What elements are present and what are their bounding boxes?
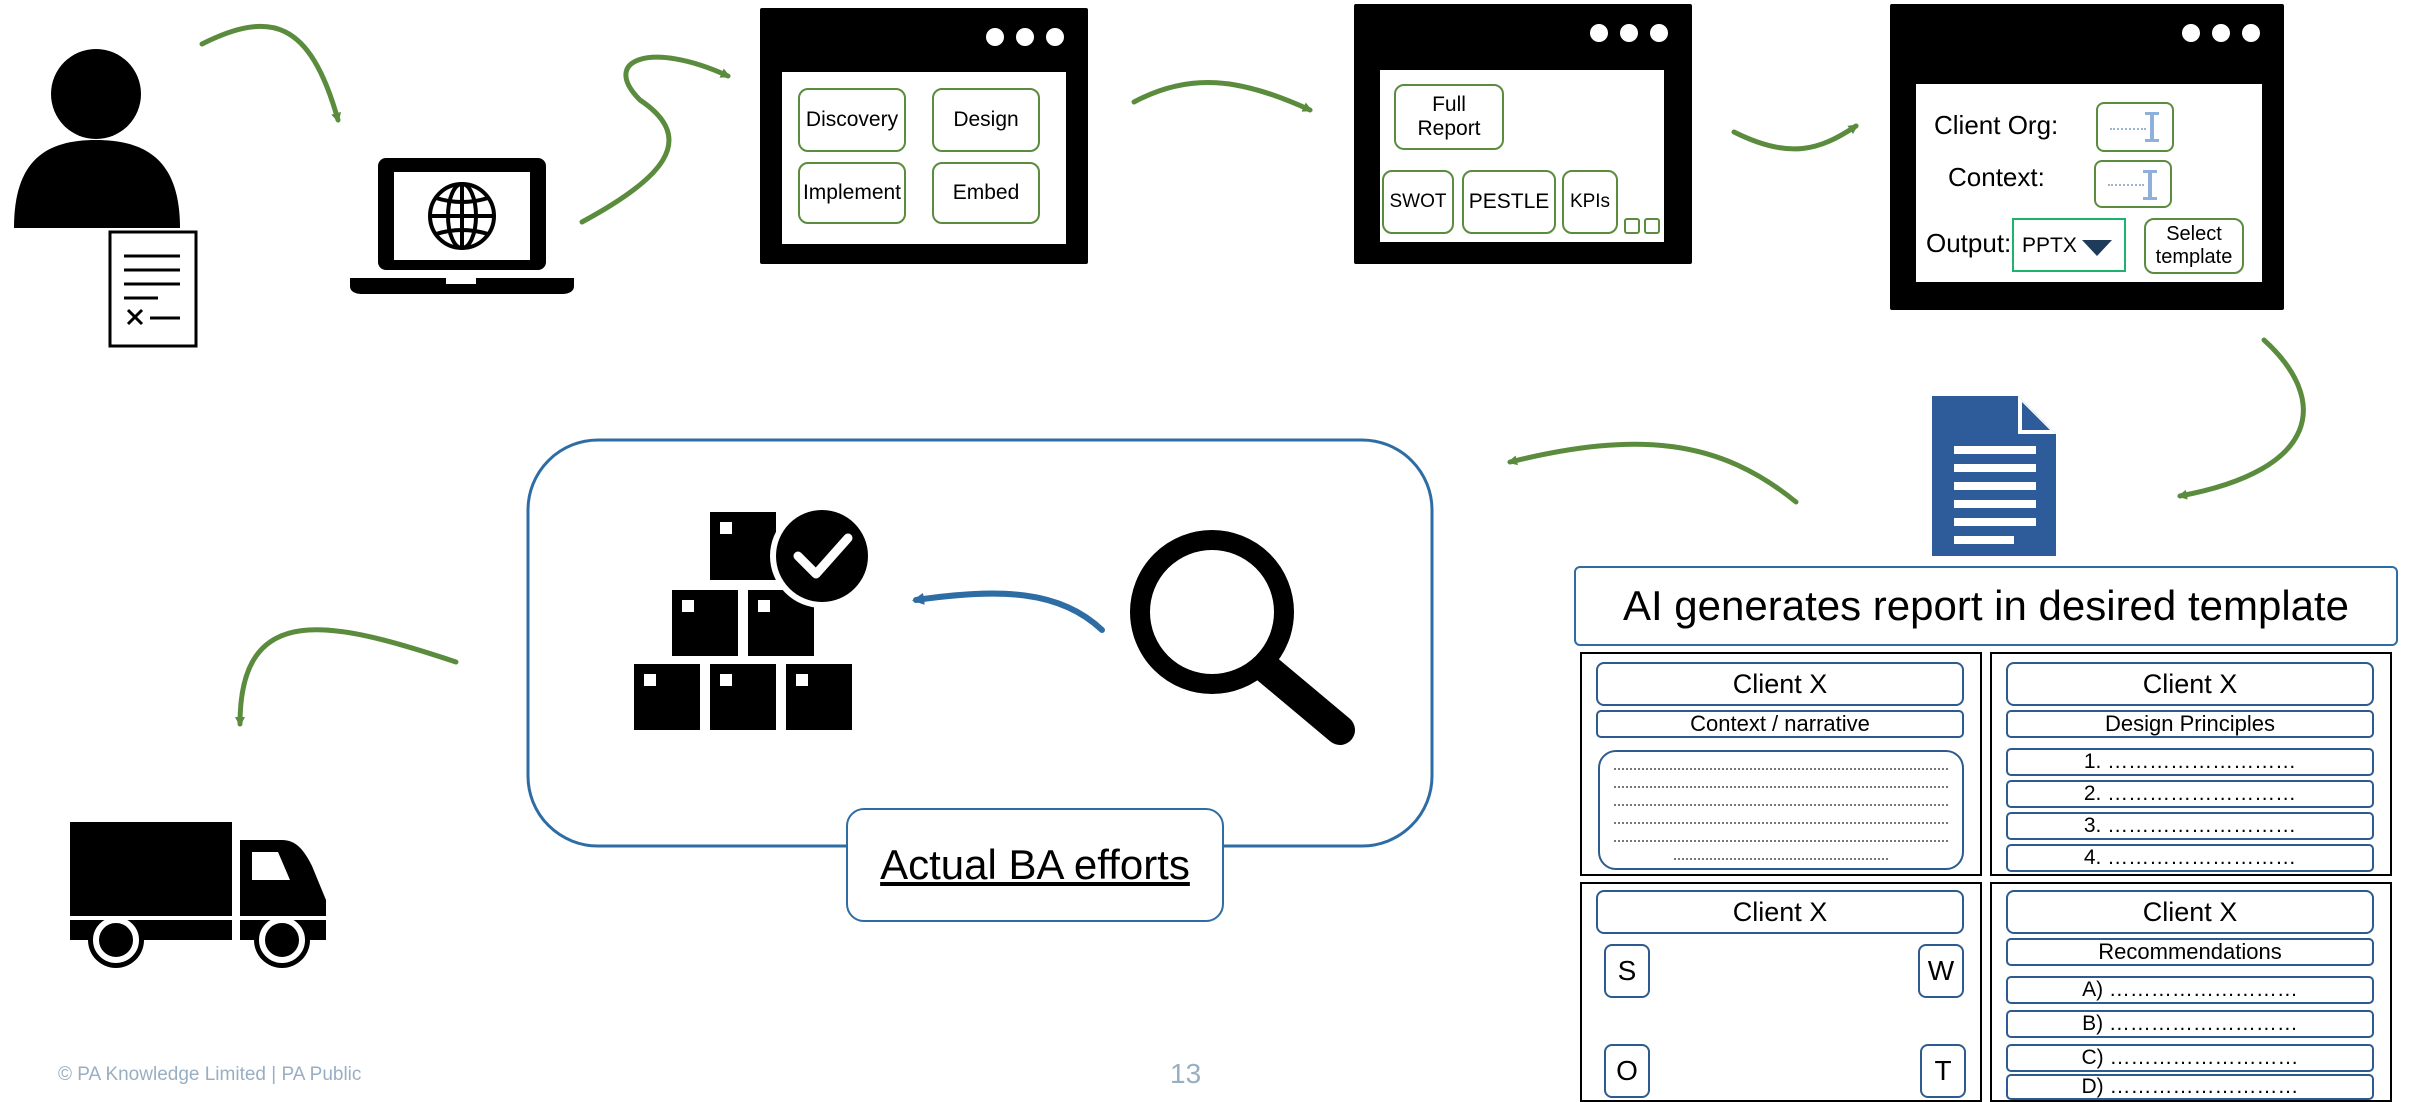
- output-select[interactable]: PPTX: [2012, 218, 2126, 272]
- full-report-button[interactable]: Full Report: [1394, 84, 1504, 150]
- user-icon: [14, 49, 180, 228]
- dropdown-arrow-icon: [2082, 240, 2112, 256]
- flow-arrow-5: [2177, 337, 2306, 500]
- footer-copyright: © PA Knowledge Limited | PA Public: [58, 1064, 362, 1085]
- ba-flow-arrow: [912, 590, 1105, 633]
- ai-banner: AI generates report in desired template: [1574, 566, 2398, 646]
- recommendation-d: D) ………………………: [2006, 1074, 2374, 1100]
- more-options-button-2[interactable]: [1644, 218, 1660, 234]
- swot-button[interactable]: SWOT: [1382, 170, 1454, 234]
- swot-threats-box: T: [1920, 1044, 1966, 1098]
- truck-icon: [70, 822, 326, 968]
- output-select-value: PPTX: [2022, 234, 2077, 257]
- embed-button[interactable]: Embed: [932, 162, 1040, 224]
- output-label: Output:: [1926, 228, 2012, 258]
- ba-efforts-frame: [526, 438, 1434, 848]
- design-principle-4: 4. ………………………: [2006, 844, 2374, 872]
- design-principle-1: 1. ………………………: [2006, 748, 2374, 776]
- flow-arrow-2: [579, 54, 731, 225]
- design-principle-3: 3. ………………………: [2006, 812, 2374, 840]
- swot-weaknesses-box: W: [1918, 944, 1964, 998]
- flow-arrow-7: [235, 627, 459, 727]
- design-button[interactable]: Design: [932, 88, 1040, 152]
- context-heading: Context / narrative: [1596, 710, 1964, 738]
- client-org-label: Client Org:: [1934, 110, 2059, 140]
- ba-efforts-label: Actual BA efforts: [880, 841, 1190, 888]
- recommendation-c: C) ………………………: [2006, 1044, 2374, 1072]
- ba-efforts-label-box: Actual BA efforts: [846, 808, 1224, 922]
- more-options-button[interactable]: [1624, 218, 1640, 234]
- discovery-button[interactable]: Discovery: [798, 88, 906, 152]
- swot-strengths-box: S: [1604, 944, 1650, 998]
- flow-arrow-4: [1731, 123, 1859, 152]
- ai-banner-text: AI generates report in desired template: [1622, 582, 2350, 629]
- swot-opportunities-box: O: [1604, 1044, 1650, 1098]
- client-org-field[interactable]: [2096, 102, 2174, 152]
- context-narrative-block: [1598, 750, 1964, 870]
- design-heading: Design Principles: [2006, 710, 2374, 738]
- pestle-button[interactable]: PESTLE: [1462, 170, 1556, 234]
- flow-arrow-1: [199, 23, 341, 123]
- flow-arrow-3: [1131, 79, 1313, 113]
- window-controls-icon: [1590, 24, 1668, 42]
- swot-client-title: Client X: [1596, 890, 1964, 934]
- context-client-title: Client X: [1596, 662, 1964, 706]
- recommendations-heading: Recommendations: [2006, 938, 2374, 966]
- text-cursor-icon: [2145, 112, 2159, 142]
- recommendations-client-title: Client X: [2006, 890, 2374, 934]
- window-controls-icon: [2182, 24, 2260, 42]
- text-cursor-icon: [2143, 170, 2157, 200]
- globe-icon: [428, 182, 496, 250]
- document-icon: [108, 230, 198, 348]
- recommendation-a: A) ………………………: [2006, 976, 2374, 1004]
- flow-arrow-6: [1507, 441, 1799, 505]
- context-field[interactable]: [2094, 160, 2172, 208]
- report-document-icon: [1932, 396, 2056, 556]
- page-number: 13: [1170, 1058, 1202, 1089]
- implement-button[interactable]: Implement: [798, 162, 906, 224]
- kpis-button[interactable]: KPIs: [1562, 170, 1618, 234]
- select-template-button[interactable]: Select template: [2144, 218, 2244, 274]
- design-client-title: Client X: [2006, 662, 2374, 706]
- recommendation-b: B) ………………………: [2006, 1010, 2374, 1038]
- magnifier-icon: [1130, 530, 1355, 745]
- checkmark-icon: [770, 504, 874, 608]
- window-controls-icon: [986, 28, 1064, 46]
- context-label: Context:: [1948, 162, 2045, 192]
- design-principle-2: 2. ………………………: [2006, 780, 2374, 808]
